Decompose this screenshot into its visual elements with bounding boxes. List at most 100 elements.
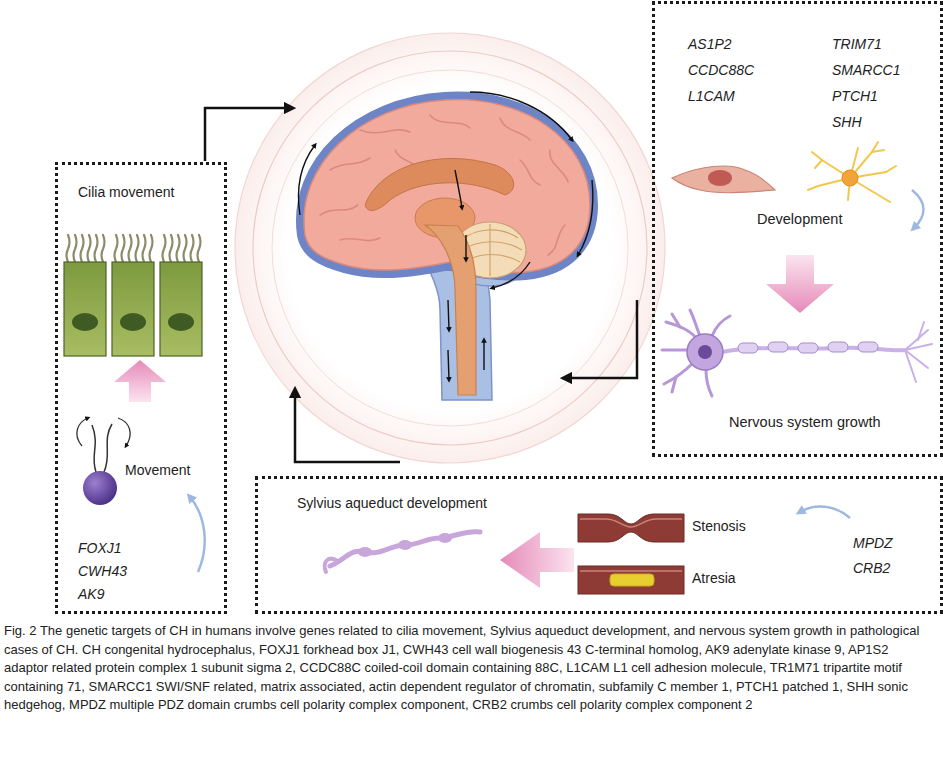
- aqueduct-illustration: [398, 540, 412, 550]
- cilia-cells: [143, 235, 146, 262]
- sperm-symbol: [104, 424, 112, 472]
- cilia-cells: [184, 235, 187, 262]
- condition-label: Atresia: [692, 569, 736, 587]
- cilia-cells: [102, 235, 105, 262]
- blue-curved-arrows: [912, 190, 924, 228]
- process-label: Movement: [125, 461, 190, 479]
- neuron-illustration: [738, 343, 758, 353]
- gene-group-box: Sylvius aqueduct developmentStenosisAtre…: [255, 476, 943, 614]
- developing-cells: [672, 142, 896, 202]
- developing-cells: [842, 170, 858, 186]
- sperm-symbol: [83, 471, 117, 505]
- neuron-illustration: [706, 370, 712, 396]
- cilia-cells: [120, 313, 146, 331]
- brain-illustration: [500, 118, 530, 140]
- vessel-illustration: [578, 514, 684, 594]
- sperm-symbol: [92, 425, 96, 472]
- neuron-illustration: [828, 342, 848, 352]
- brain-illustration: [462, 242, 522, 250]
- neuron-illustration: [672, 377, 676, 392]
- blue-curved-arrows: [190, 190, 924, 572]
- cilia-cells: [129, 235, 132, 262]
- brain-illustration: [550, 150, 568, 182]
- sperm-symbol: [118, 418, 130, 446]
- cilia-cells: [136, 235, 139, 262]
- neuron-illustration: [905, 322, 932, 382]
- brain-illustration: [425, 225, 476, 395]
- cilia-cells: [72, 313, 98, 331]
- neuron-illustration: [905, 350, 916, 382]
- brain-illustration: [548, 225, 565, 255]
- brain-illustration: [330, 158, 370, 170]
- vessel-illustration: [580, 570, 682, 572]
- halo-circles: [235, 33, 665, 463]
- halo-circles: [272, 70, 628, 426]
- brain-illustration: [299, 92, 593, 380]
- brain-illustration: [489, 224, 490, 276]
- brain-illustration: [299, 92, 593, 400]
- gene-list: MPDZ CRB2: [853, 531, 893, 581]
- gene-group-box: AS1P2 CCDC88C L1CAMTRIM71 SMARCC1 PTCH1 …: [652, 1, 943, 457]
- neuron-illustration: [768, 342, 788, 352]
- figure-caption: Fig. 2 The genetic targets of CH in huma…: [4, 622, 936, 715]
- neuron-illustration: [666, 322, 698, 340]
- cilia-cells: [88, 235, 91, 262]
- aqueduct-illustration: [325, 559, 336, 572]
- developing-cells: [808, 142, 896, 202]
- halo-circles: [253, 51, 647, 445]
- neuron-illustration: [698, 345, 712, 359]
- vessel-illustration: [578, 514, 684, 542]
- brain-illustration: [465, 235, 466, 260]
- gene-list: FOXJ1 CWH43 AK9: [78, 537, 127, 606]
- developing-cells: [872, 150, 884, 152]
- cilia-cells: [67, 235, 201, 262]
- brain-illustration: [520, 160, 540, 185]
- halo-circles: [235, 33, 665, 463]
- cilia-cells: [95, 235, 98, 262]
- neuron-illustration: [672, 314, 680, 327]
- brain-illustration: [340, 238, 380, 241]
- gene-group-box: Cilia movementMovementFOXJ1 CWH43 AK9: [55, 162, 227, 614]
- cilia-cells: [170, 235, 173, 262]
- brain-illustration: [455, 170, 462, 208]
- pink-arrow: [766, 255, 834, 313]
- brain-illustration: [320, 205, 358, 215]
- neuron-illustration: [664, 362, 694, 384]
- connector-arrows: [295, 392, 400, 462]
- blue-curved-arrows: [190, 497, 205, 572]
- neuron-illustration: [798, 343, 818, 353]
- brain-illustration: [492, 262, 530, 288]
- neuron-illustration: [662, 349, 690, 352]
- neuron-illustration: [662, 310, 932, 396]
- aqueduct-illustration: [330, 532, 480, 566]
- cilia-cells: [168, 313, 194, 331]
- brain-illustration: [360, 130, 410, 133]
- neuron-illustration: [662, 310, 730, 396]
- brain-illustration: [448, 300, 449, 330]
- aqueduct-illustration: [358, 547, 372, 557]
- neuron-illustration: [687, 334, 723, 370]
- cilia-cells: [115, 235, 118, 262]
- neuron-illustration: [858, 342, 878, 352]
- brain-illustration: [448, 350, 449, 380]
- brain-illustration: [578, 180, 593, 255]
- condition-label: Stenosis: [692, 517, 746, 535]
- cilia-cells: [198, 235, 201, 262]
- cilia-cells: [74, 235, 77, 262]
- developing-cells: [708, 170, 732, 186]
- brain-illustration: [483, 340, 484, 370]
- cilia-cells: [191, 235, 194, 262]
- vessel-illustration: [580, 519, 682, 527]
- connector-arrows: [205, 108, 637, 462]
- connector-arrows: [205, 108, 290, 161]
- cilia-cells: [64, 262, 106, 356]
- cilia-cells: [160, 262, 202, 356]
- gene-list: TRIM71 SMARCC1 PTCH1 SHH: [832, 31, 900, 135]
- cilia-cells: [177, 235, 180, 262]
- neuron-illustration: [690, 310, 700, 336]
- brain-illustration: [430, 115, 470, 128]
- pink-arrow: [114, 360, 166, 402]
- vessel-illustration: [578, 566, 684, 594]
- aqueduct-illustration: [325, 532, 480, 572]
